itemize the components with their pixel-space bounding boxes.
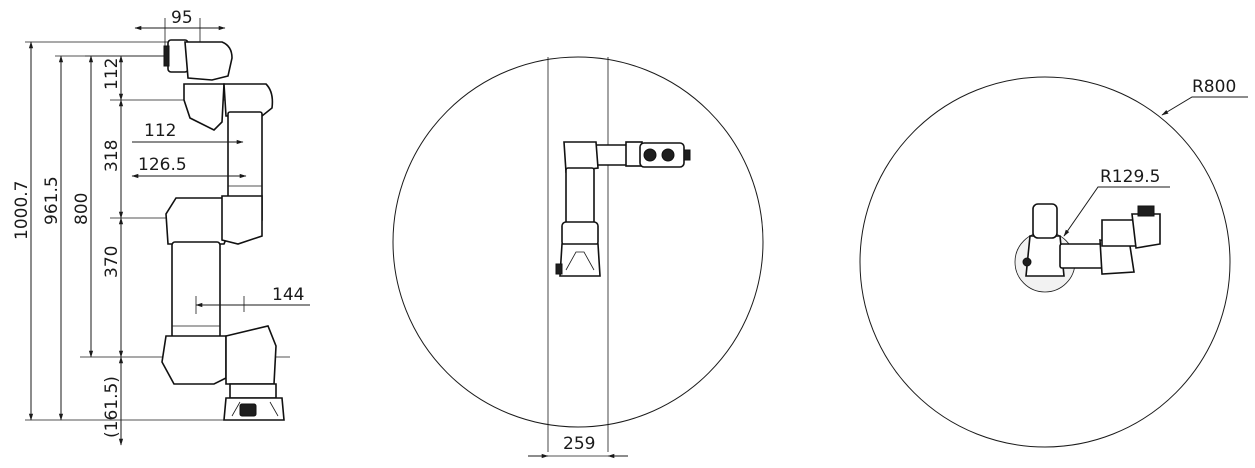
dim-144: 144 (272, 285, 304, 305)
dim-961-5: 961.5 (42, 176, 62, 225)
dim-r129-5: R129.5 (1100, 167, 1160, 187)
side-view: 95 112 318 112 126.5 370 144 (161.5) 800… (12, 8, 310, 446)
dim-126-5: 126.5 (138, 155, 187, 175)
dim-161-5: (161.5) (102, 376, 122, 438)
dim-112-vertical: 112 (102, 58, 122, 90)
reach-circle (859, 76, 1231, 448)
reach-view: R800 R129.5 (859, 76, 1248, 448)
dim-r800: R800 (1192, 77, 1236, 97)
robot-reach-profile (1022, 203, 1161, 277)
dim-95: 95 (171, 8, 193, 28)
workspace-circle (392, 56, 764, 428)
dim-112-offset: 112 (144, 121, 176, 141)
dim-1000-7: 1000.7 (12, 181, 32, 240)
dim-800: 800 (72, 193, 92, 225)
robot-side-profile (161, 39, 285, 421)
robot-top-profile (555, 141, 691, 277)
top-view: 259 (392, 56, 764, 459)
dim-318: 318 (102, 140, 122, 172)
dim-370: 370 (102, 246, 122, 278)
dim-259: 259 (563, 434, 595, 454)
